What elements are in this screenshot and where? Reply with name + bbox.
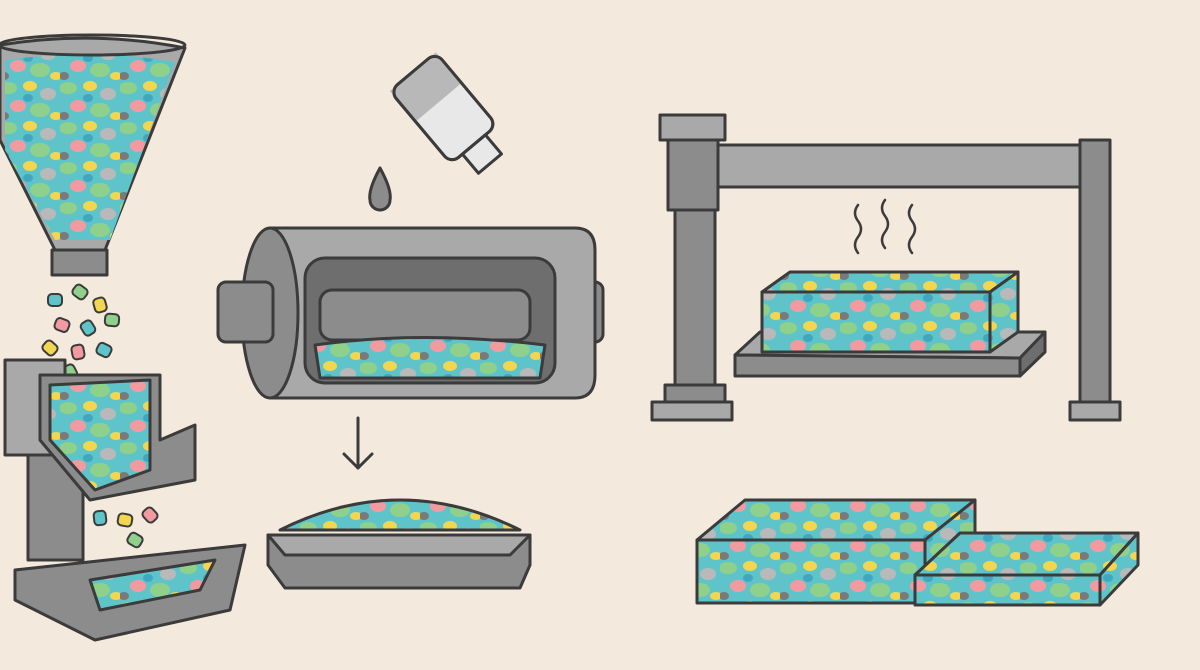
foam-piece [103, 312, 121, 328]
foam-piece [71, 283, 89, 301]
foam-piece [70, 343, 86, 361]
foam-piece [116, 512, 134, 528]
foam-block-pressing [760, 270, 1020, 354]
down-arrow-icon [342, 416, 374, 470]
foam-piece [92, 296, 108, 314]
foam-piece [47, 293, 63, 307]
falling-foam-pieces [41, 283, 159, 549]
mixed-foam-tray [266, 498, 532, 590]
heat-press [650, 113, 1122, 422]
foam-piece [41, 339, 59, 357]
foam-piece [95, 341, 113, 359]
foam-piece [141, 506, 159, 524]
foam-piece [79, 319, 97, 337]
binder-drop [368, 166, 392, 212]
steam-icon [853, 198, 917, 255]
drum-mixer [216, 226, 605, 400]
finished-foam-block-small [913, 531, 1140, 607]
hopper [0, 33, 187, 277]
shredder-machine [3, 358, 247, 642]
foam-piece [53, 317, 71, 333]
binder-bottle [389, 52, 503, 175]
foam-piece [92, 509, 108, 527]
foam-piece [126, 531, 144, 549]
